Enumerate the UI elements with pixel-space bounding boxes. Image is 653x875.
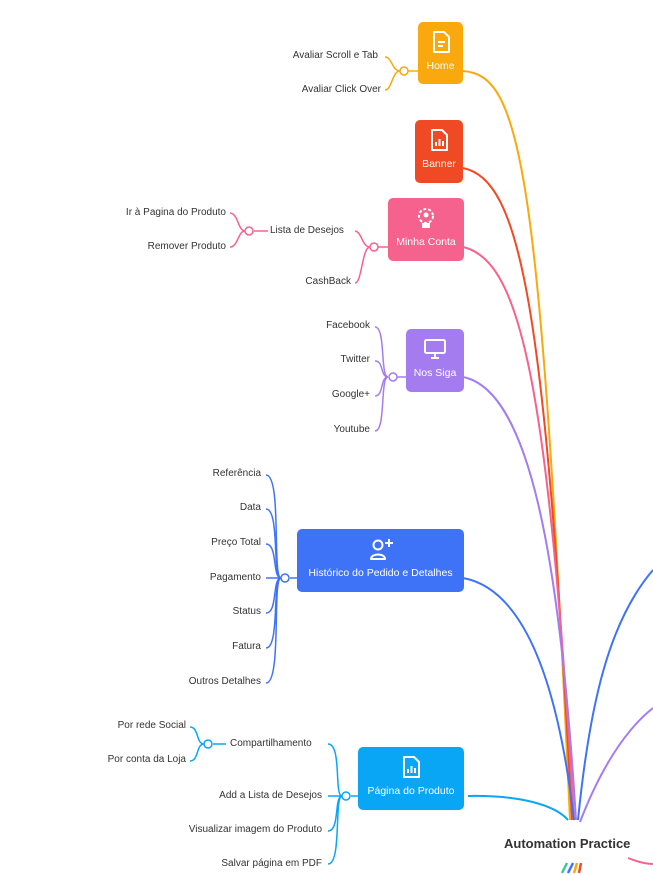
leaf-home-1[interactable]: Avaliar Scroll e Tab <box>292 50 378 61</box>
leaf-google-plus[interactable]: Google+ <box>331 389 370 400</box>
leaf-ir-pagina-produto[interactable]: Ir à Pagina do Produto <box>125 207 226 218</box>
leaf-outros-detalhes[interactable]: Outros Detalhes <box>188 676 261 687</box>
branch-line-hist <box>462 577 575 821</box>
leaf-data[interactable]: Data <box>239 502 261 513</box>
leaf-remover-produto[interactable]: Remover Produto <box>147 241 226 252</box>
branch-line-right-purple <box>579 707 653 823</box>
node-nos-siga[interactable]: Nos Siga <box>406 329 464 392</box>
document-icon <box>432 31 450 53</box>
node-pagina-produto-label: Página do Produto <box>367 785 455 797</box>
leaf-referencia[interactable]: Referência <box>212 468 261 479</box>
leaf-status[interactable]: Status <box>232 606 261 617</box>
branch-line-banner <box>462 167 573 821</box>
node-minha-conta[interactable]: Minha Conta <box>388 198 464 261</box>
branch-line-siga <box>462 376 577 821</box>
leaf-fatura[interactable]: Fatura <box>232 641 261 652</box>
chart-document-icon <box>431 129 448 151</box>
branch-line-conta <box>462 246 575 821</box>
node-banner-label: Banner <box>422 158 456 170</box>
branch-line-right-blue <box>577 569 653 821</box>
leaf-compartilhamento[interactable]: Compartilhamento <box>230 738 312 749</box>
leaf-add-lista-desejos[interactable]: Add a Lista de Desejos <box>219 790 322 801</box>
chart-document-icon <box>403 756 420 778</box>
node-nos-siga-label: Nos Siga <box>413 367 457 379</box>
leaf-facebook[interactable]: Facebook <box>326 320 370 331</box>
leaf-rede-social[interactable]: Por rede Social <box>117 720 186 731</box>
node-home-label: Home <box>426 60 455 72</box>
leaf-home-2[interactable]: Avaliar Click Over <box>301 84 381 95</box>
node-historico-label: Histórico do Pedido e Detalhes <box>308 567 453 579</box>
branch-line-right-pink <box>627 857 653 865</box>
leaf-preco-total[interactable]: Preço Total <box>211 537 261 548</box>
leaf-cashback[interactable]: CashBack <box>305 276 351 287</box>
leaf-pagamento[interactable]: Pagamento <box>209 572 261 583</box>
node-pagina-produto[interactable]: Página do Produto <box>358 747 464 810</box>
node-home[interactable]: Home <box>418 22 463 84</box>
leaf-visualizar-imagem[interactable]: Visualizar imagem do Produto <box>188 824 322 835</box>
node-banner[interactable]: Banner <box>415 120 463 183</box>
branch-line-produto <box>467 794 569 821</box>
user-badge-icon <box>418 208 434 228</box>
node-historico[interactable]: Histórico do Pedido e Detalhes <box>297 529 464 592</box>
leaf-lista-desejos[interactable]: Lista de Desejos <box>270 225 344 236</box>
leaf-youtube[interactable]: Youtube <box>333 424 370 435</box>
mindmap-logo-icon <box>561 862 583 874</box>
node-minha-conta-label: Minha Conta <box>396 236 456 248</box>
leaf-salvar-pdf[interactable]: Salvar página em PDF <box>221 858 322 869</box>
add-user-icon <box>369 539 393 560</box>
leaf-twitter[interactable]: Twitter <box>340 354 370 365</box>
leaf-conta-loja[interactable]: Por conta da Loja <box>107 754 186 765</box>
root-node-title[interactable]: Automation Practice <box>504 836 631 851</box>
presentation-icon <box>424 339 446 359</box>
